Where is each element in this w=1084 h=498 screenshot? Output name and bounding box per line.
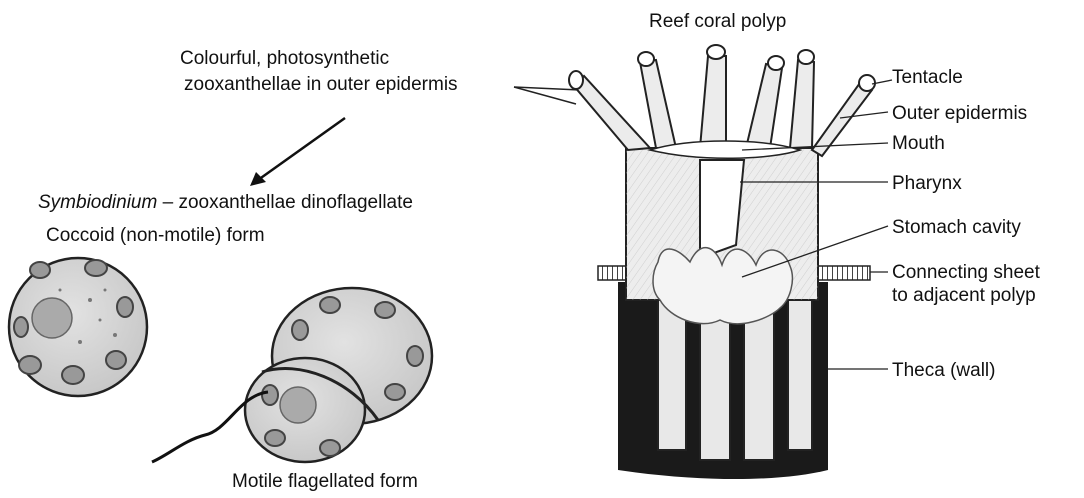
label-outer-epidermis: Outer epidermis: [892, 103, 1027, 124]
label-pharynx: Pharynx: [892, 173, 962, 194]
label-connecting-2: to adjacent polyp: [892, 285, 1036, 306]
motile-nucleus: [280, 387, 316, 423]
symbiodinium-rest: – zooxanthellae dinoflagellate: [157, 192, 413, 213]
zoox-label-line1: Colourful, photosynthetic: [180, 48, 389, 69]
coccoid-label: Coccoid (non-motile) form: [46, 225, 265, 246]
coccoid-cell: [9, 258, 147, 396]
polyp-title: Reef coral polyp: [649, 11, 786, 32]
label-stomach: Stomach cavity: [892, 217, 1021, 238]
motile-cell: [152, 288, 432, 462]
arrow-head: [250, 172, 266, 186]
zoox-label-line2: zooxanthellae in outer epidermis: [184, 74, 458, 95]
label-theca: Theca (wall): [892, 360, 995, 381]
polyp: [569, 45, 875, 479]
motile-label: Motile flagellated form: [232, 471, 418, 492]
coccoid-nucleus: [32, 298, 72, 338]
symbiodinium-caption: Symbiodinium – zooxanthellae dinoflagell…: [38, 192, 413, 213]
label-connecting-1: Connecting sheet: [892, 262, 1041, 283]
symbiodinium-name: Symbiodinium: [38, 192, 157, 213]
arrow-line: [258, 118, 345, 180]
label-mouth: Mouth: [892, 133, 945, 154]
label-tentacle: Tentacle: [892, 67, 963, 88]
